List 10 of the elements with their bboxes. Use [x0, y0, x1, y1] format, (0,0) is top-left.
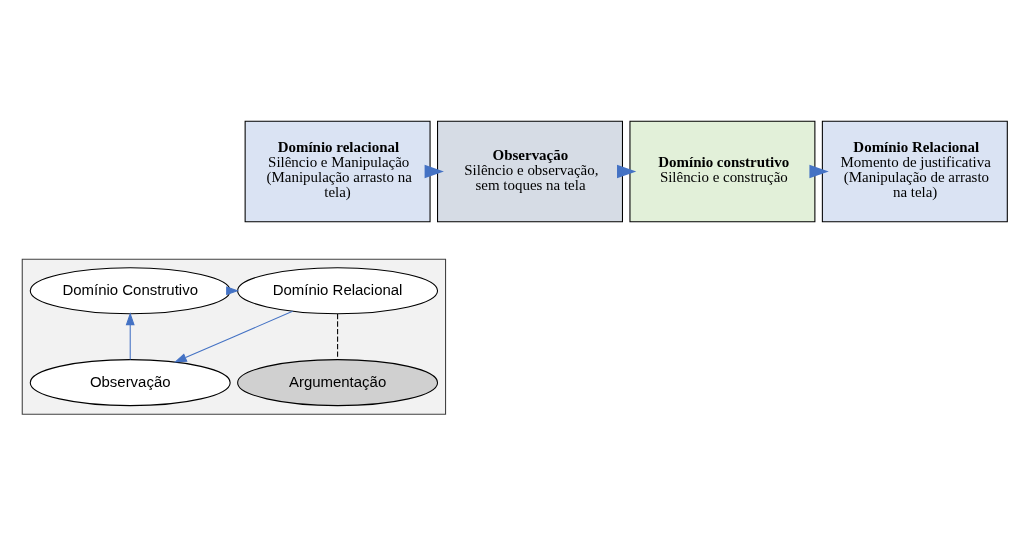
arrow	[174, 310, 294, 363]
node-ellipse: Argumentação	[237, 359, 439, 407]
node-ellipse: Domínio Relacional	[237, 267, 439, 315]
arrow	[617, 164, 637, 179]
cluster	[21, 258, 447, 415]
arrow	[424, 164, 444, 179]
arrow	[125, 312, 135, 361]
node-box: Domínio Relacional Momento de justificativa (Manipulação de arrasto na tela)	[821, 120, 1008, 223]
node-ellipse: Observação	[29, 359, 231, 407]
arrow	[809, 164, 829, 179]
